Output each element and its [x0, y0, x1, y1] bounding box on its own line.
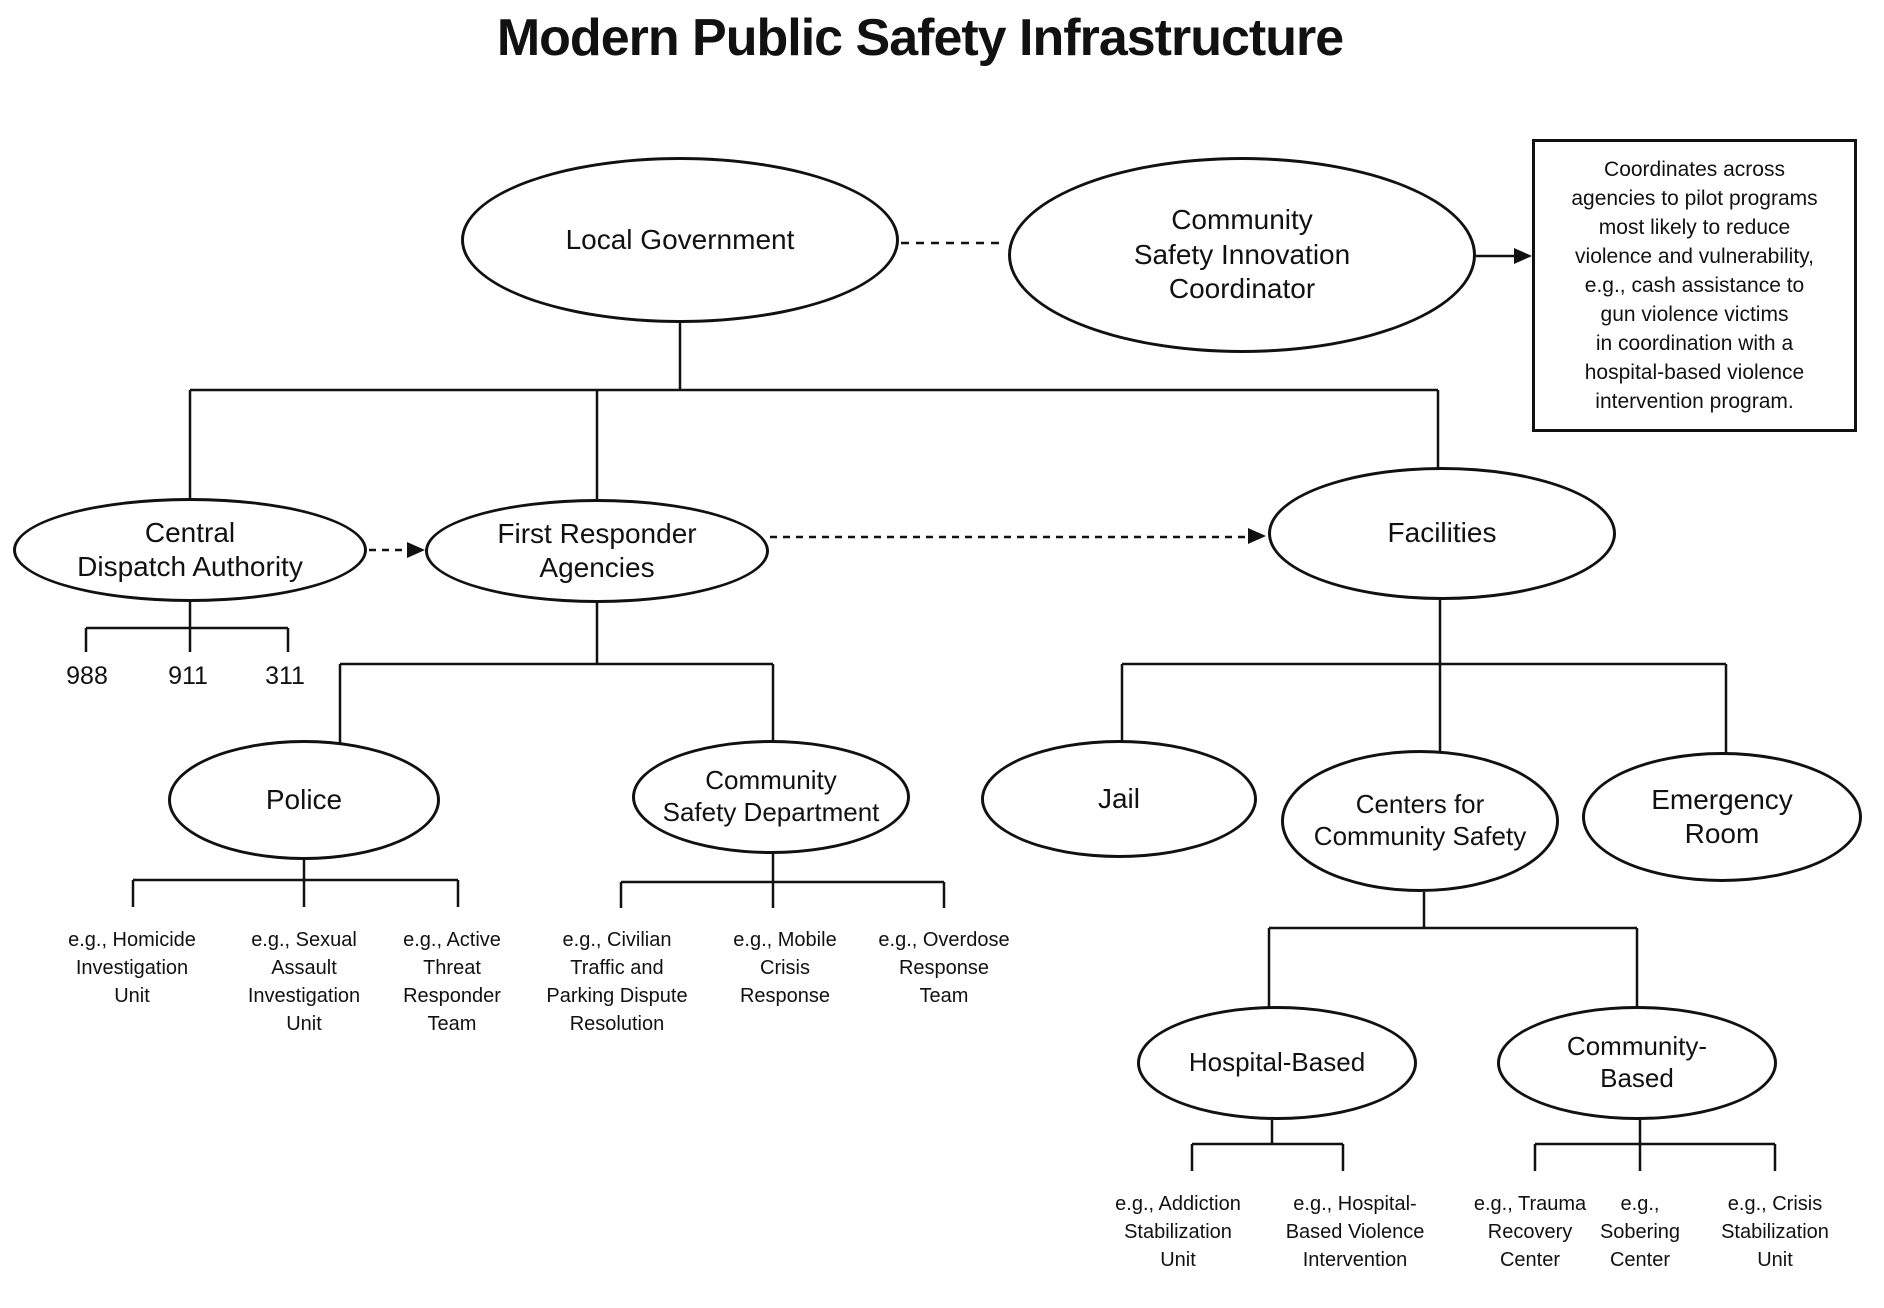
node-centers-for-community-safety: Centers for Community Safety [1281, 750, 1559, 892]
edges-police-children [131, 860, 460, 907]
coordinator-note-box: Coordinates across agencies to pilot pro… [1532, 139, 1857, 432]
node-emergency-room: Emergency Room [1582, 752, 1862, 882]
edges-dispatch-numbers [84, 600, 290, 652]
edges-hospital-children [1190, 1120, 1345, 1171]
node-facilities-label: Facilities [1387, 517, 1497, 549]
edges-facilities-children [1120, 600, 1728, 754]
dashed-arrow-responders-to-facilities [770, 528, 1266, 544]
node-community-based: Community- Based [1497, 1006, 1777, 1120]
node-local-government: Local Government [461, 157, 899, 323]
node-facilities: Facilities [1268, 467, 1616, 600]
node-community-based-label: Community- Based [1566, 1031, 1708, 1093]
dispatch-number-311: 311 [265, 662, 305, 690]
example-active-threat-responder-team: e.g., Active Threat Responder Team [403, 929, 501, 1035]
example-sobering-center: e.g., Sobering Center [1599, 1193, 1681, 1271]
example-hospital-based-violence-intervention: e.g., Hospital- Based Violence Intervent… [1285, 1193, 1425, 1271]
node-community-safety-department-label: Community Safety Department [662, 765, 880, 827]
example-homicide-investigation-unit: e.g., Homicide Investigation Unit [68, 929, 196, 1007]
node-hospital-based: Hospital-Based [1137, 1006, 1417, 1120]
node-safety-innovation-coordinator-label: Community Safety Innovation Coordinator [1133, 204, 1351, 305]
dispatch-number-911: 911 [168, 662, 208, 690]
node-jail-label: Jail [1097, 782, 1140, 814]
node-emergency-room-label: Emergency Room [1651, 783, 1793, 849]
example-addiction-stabilization-unit: e.g., Addiction Stabilization Unit [1115, 1193, 1241, 1271]
node-community-safety-department: Community Safety Department [632, 740, 910, 854]
example-civilian-traffic-parking-dispute: e.g., Civilian Traffic and Parking Dispu… [546, 929, 688, 1035]
node-jail: Jail [981, 740, 1257, 858]
example-mobile-crisis-response: e.g., Mobile Crisis Response [733, 929, 837, 1007]
diagram-title: Modern Public Safety Infrastructure [496, 9, 1344, 67]
node-first-responder-agencies: First Responder Agencies [425, 499, 769, 603]
example-crisis-stabilization-unit: e.g., Crisis Stabilization Unit [1721, 1193, 1829, 1271]
edges-csd-children [619, 854, 946, 908]
node-central-dispatch-authority-label: Central Dispatch Authority [77, 516, 303, 582]
node-police: Police [168, 740, 440, 860]
node-safety-innovation-coordinator: Community Safety Innovation Coordinator [1008, 157, 1476, 353]
edges-first-responder-children [338, 603, 775, 744]
dispatch-number-988: 988 [66, 662, 108, 690]
arrow-coordinator-to-note [1476, 248, 1532, 264]
node-police-label: Police [265, 783, 343, 815]
node-local-government-label: Local Government [565, 223, 795, 255]
edges-local-government-children [188, 323, 1440, 502]
coordinator-note-text: Coordinates across agencies to pilot pro… [1571, 158, 1818, 413]
example-overdose-response-team: e.g., Overdose Response Team [878, 929, 1010, 1007]
edges-centers-children [1267, 892, 1639, 1008]
node-centers-for-community-safety-label: Centers for Community Safety [1313, 789, 1527, 851]
dashed-arrow-dispatch-to-responders [369, 542, 425, 558]
example-trauma-recovery-center: e.g., Trauma Recovery Center [1473, 1193, 1587, 1271]
node-first-responder-agencies-label: First Responder Agencies [497, 517, 697, 583]
edges-community-children [1533, 1120, 1777, 1171]
example-sexual-assault-investigation-unit: e.g., Sexual Assault Investigation Unit [247, 929, 361, 1035]
node-hospital-based-label: Hospital-Based [1188, 1047, 1366, 1078]
node-central-dispatch-authority: Central Dispatch Authority [13, 498, 367, 602]
